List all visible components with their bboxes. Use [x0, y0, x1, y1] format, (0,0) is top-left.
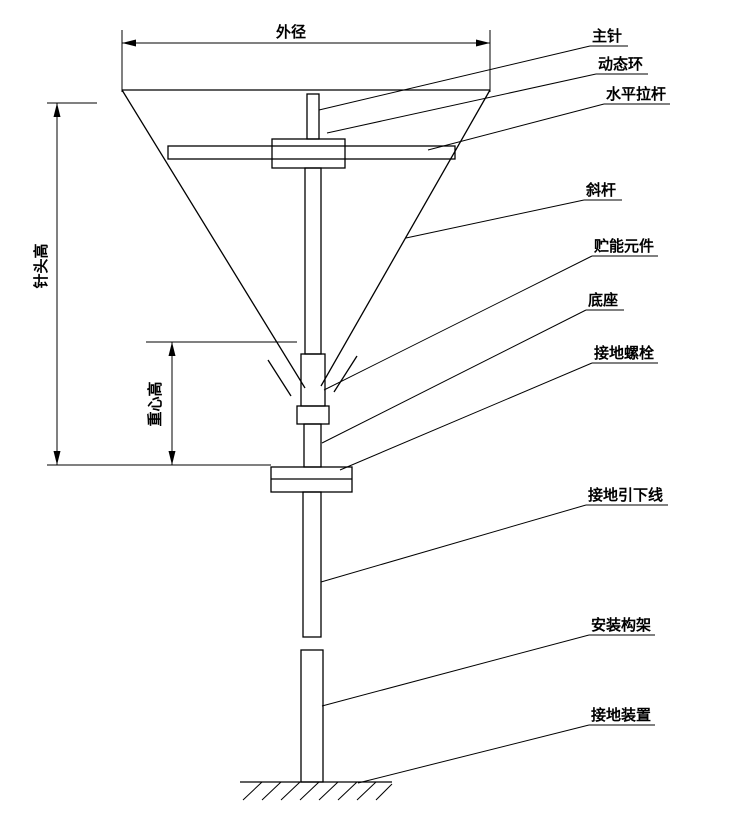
hatch-line: [242, 781, 263, 801]
label-main-needle: 主针: [592, 27, 622, 45]
mast-section: [303, 423, 322, 468]
hatch-line: [318, 781, 339, 801]
dim-arrow-down-icon: [168, 451, 176, 465]
hatch-line: [337, 781, 358, 801]
down-lead-mast: [302, 491, 322, 638]
center-hub-block: [271, 138, 346, 169]
dim-arrow-up-icon: [168, 342, 176, 356]
leader-dynamic-ring: [326, 73, 597, 134]
leader-mounting-frame: [321, 634, 590, 707]
label-grounding-bolt: 接地螺栓: [594, 344, 654, 362]
energy-storage-element-box: [300, 353, 326, 407]
label-energy-storage-element: 贮能元件: [593, 237, 654, 255]
label-diagonal-rod: 斜杆: [585, 181, 616, 199]
leader-horizontal-tie-rod: [427, 103, 605, 151]
mounting-frame-post: [300, 649, 324, 783]
dim-arrow-down-icon: [53, 451, 61, 465]
outer-diameter-label: 外径: [275, 23, 306, 41]
main-needle-shaft: [306, 93, 320, 140]
dimension-needle-head-height: 针头高: [32, 102, 271, 466]
hatch-line: [299, 781, 320, 801]
right-diagonal-end-mark: [333, 355, 358, 393]
hatch-line: [280, 781, 301, 801]
leader-grounding-bolt: [339, 362, 593, 471]
upper-mast: [304, 167, 322, 355]
hatch-line: [356, 781, 377, 801]
left-diagonal-rod: [121, 89, 306, 389]
leader-main-needle: [318, 45, 591, 111]
leader-diagonal-rod: [405, 199, 585, 239]
leader-base: [321, 309, 587, 444]
leader-grounding-down-lead: [320, 504, 587, 583]
base-block: [296, 405, 330, 425]
gravity-height-label: 重心高: [146, 381, 164, 426]
dim-arrow-left-icon: [122, 39, 136, 47]
label-dynamic-ring: 动态环: [598, 55, 643, 73]
hatch-line: [261, 781, 282, 801]
dim-arrow-up-icon: [53, 103, 61, 117]
leader-energy-storage-element: [323, 255, 593, 391]
horizontal-tie-rod-bar: [167, 145, 456, 160]
label-horizontal-tie-rod: 水平拉杆: [606, 85, 666, 103]
part-leader-lines: [318, 45, 605, 784]
label-mounting-frame: 安装构架: [591, 616, 651, 634]
needle-head-height-label: 针头高: [32, 243, 50, 288]
ground-hatching: [242, 781, 393, 801]
dimension-gravity-center-height: 重心高: [146, 341, 297, 465]
rod-structure: [121, 89, 491, 801]
right-diagonal-rod: [320, 89, 491, 387]
part-labels: 主针 动态环 水平拉杆 斜杆 贮能元件 底座 接地螺栓 接地引下线 安装构架 接…: [584, 27, 670, 726]
leader-grounding-device: [357, 724, 590, 784]
dimension-outer-diameter: 外径: [121, 23, 491, 92]
label-grounding-down-lead: 接地引下线: [588, 486, 663, 504]
hatch-line: [375, 783, 393, 801]
left-diagonal-end-mark: [267, 359, 292, 397]
label-base: 底座: [588, 291, 618, 309]
dim-arrow-right-icon: [476, 39, 490, 47]
label-grounding-device: 接地装置: [591, 706, 651, 724]
